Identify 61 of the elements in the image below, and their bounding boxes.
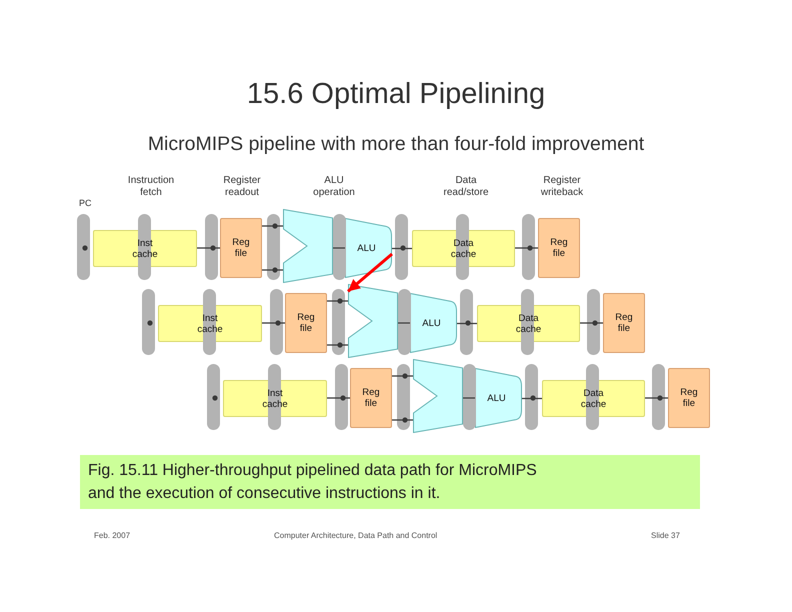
stage-label: Register readout (223, 175, 261, 199)
arrow (347, 252, 393, 293)
register-label: PC (79, 198, 92, 208)
slide-title: 15.6 Optimal Pipelining (246, 78, 546, 111)
cache-block (223, 380, 327, 417)
connector-line (197, 247, 220, 249)
alu-right-block (410, 293, 457, 353)
connector-line (515, 247, 538, 249)
cache-block (477, 305, 580, 342)
block-label: ALU (422, 318, 441, 328)
block-label: Reg file (296, 312, 316, 334)
block-label: Inst cache (131, 238, 159, 260)
register-file-block (668, 368, 710, 428)
connector-line (580, 322, 603, 324)
connector-line (327, 397, 350, 399)
block-label: Reg file (549, 237, 569, 259)
alu-left-block (413, 359, 463, 433)
block-label: ALU (357, 242, 376, 254)
alu-left-block (348, 284, 398, 358)
block-label: Data cache (580, 388, 608, 410)
connector-line (457, 322, 477, 324)
alu-left-block (283, 209, 333, 283)
block-label: Data cache (514, 312, 542, 334)
slide-number: Slide 37 (651, 531, 680, 540)
stage-label: Instruction fetch (128, 175, 174, 199)
slide-subtitle: MicroMIPS pipeline with more than four-fold improvement (148, 133, 644, 156)
block-label: Reg file (231, 237, 251, 259)
block-label: Data cache (450, 238, 478, 260)
register-file-block (538, 218, 580, 278)
connector-line (398, 322, 410, 324)
cache-block (93, 230, 197, 267)
footer-course-title: Computer Architecture, Data Path and Control (274, 531, 438, 540)
cache-block (158, 305, 262, 342)
connector-line (333, 247, 345, 249)
cache-block (412, 230, 515, 267)
stage-label: ALU operation (313, 175, 355, 199)
alu-right-block (475, 368, 522, 428)
figure-caption: Fig. 15.11 Higher-throughput pipelined data path for MicroMIPS and the execution of consecutive instructions in it. (80, 455, 700, 509)
connector-line (262, 322, 285, 324)
block-label: Inst cache (261, 388, 289, 410)
connector-line (522, 398, 542, 400)
stage-label: Data read/store (443, 175, 489, 199)
connector-line (463, 397, 475, 399)
connector-line (326, 300, 349, 346)
register-file-block (603, 293, 645, 353)
alu-right-block (345, 218, 392, 278)
block-label: Reg file (614, 312, 634, 334)
register-file-block (285, 293, 327, 353)
register-file-block (220, 218, 262, 278)
cache-block (542, 380, 645, 417)
block-label: ALU (487, 392, 506, 404)
block-label: Inst cache (196, 312, 224, 334)
block-label: Reg file (361, 387, 381, 409)
connector-line (261, 225, 284, 271)
connector-line (645, 397, 668, 399)
connector-line (392, 248, 412, 250)
connector-line (391, 375, 414, 421)
register-file-block (350, 368, 392, 428)
stage-label: Register writeback (540, 175, 584, 199)
footer-date: Feb. 2007 (94, 531, 130, 540)
block-label: Reg file (679, 387, 699, 409)
